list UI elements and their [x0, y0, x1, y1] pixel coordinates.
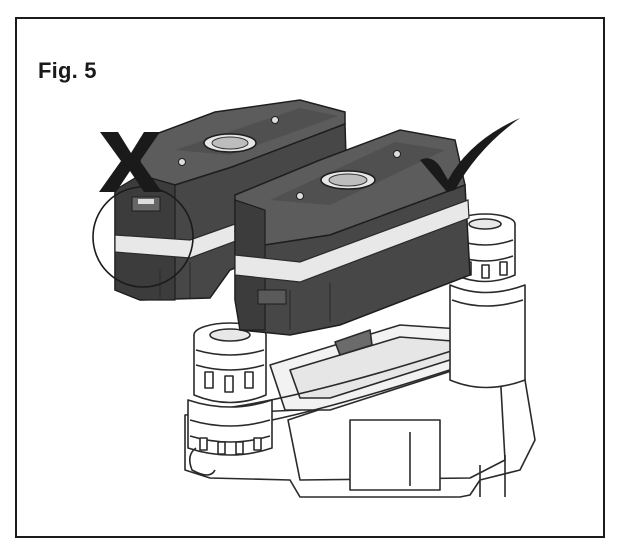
- valve-body: [184, 213, 536, 498]
- correct-check-icon: [420, 118, 520, 192]
- figure-label: Fig. 5: [38, 58, 97, 83]
- cover-correct: [234, 129, 471, 336]
- incorrect-x-icon: [99, 132, 162, 192]
